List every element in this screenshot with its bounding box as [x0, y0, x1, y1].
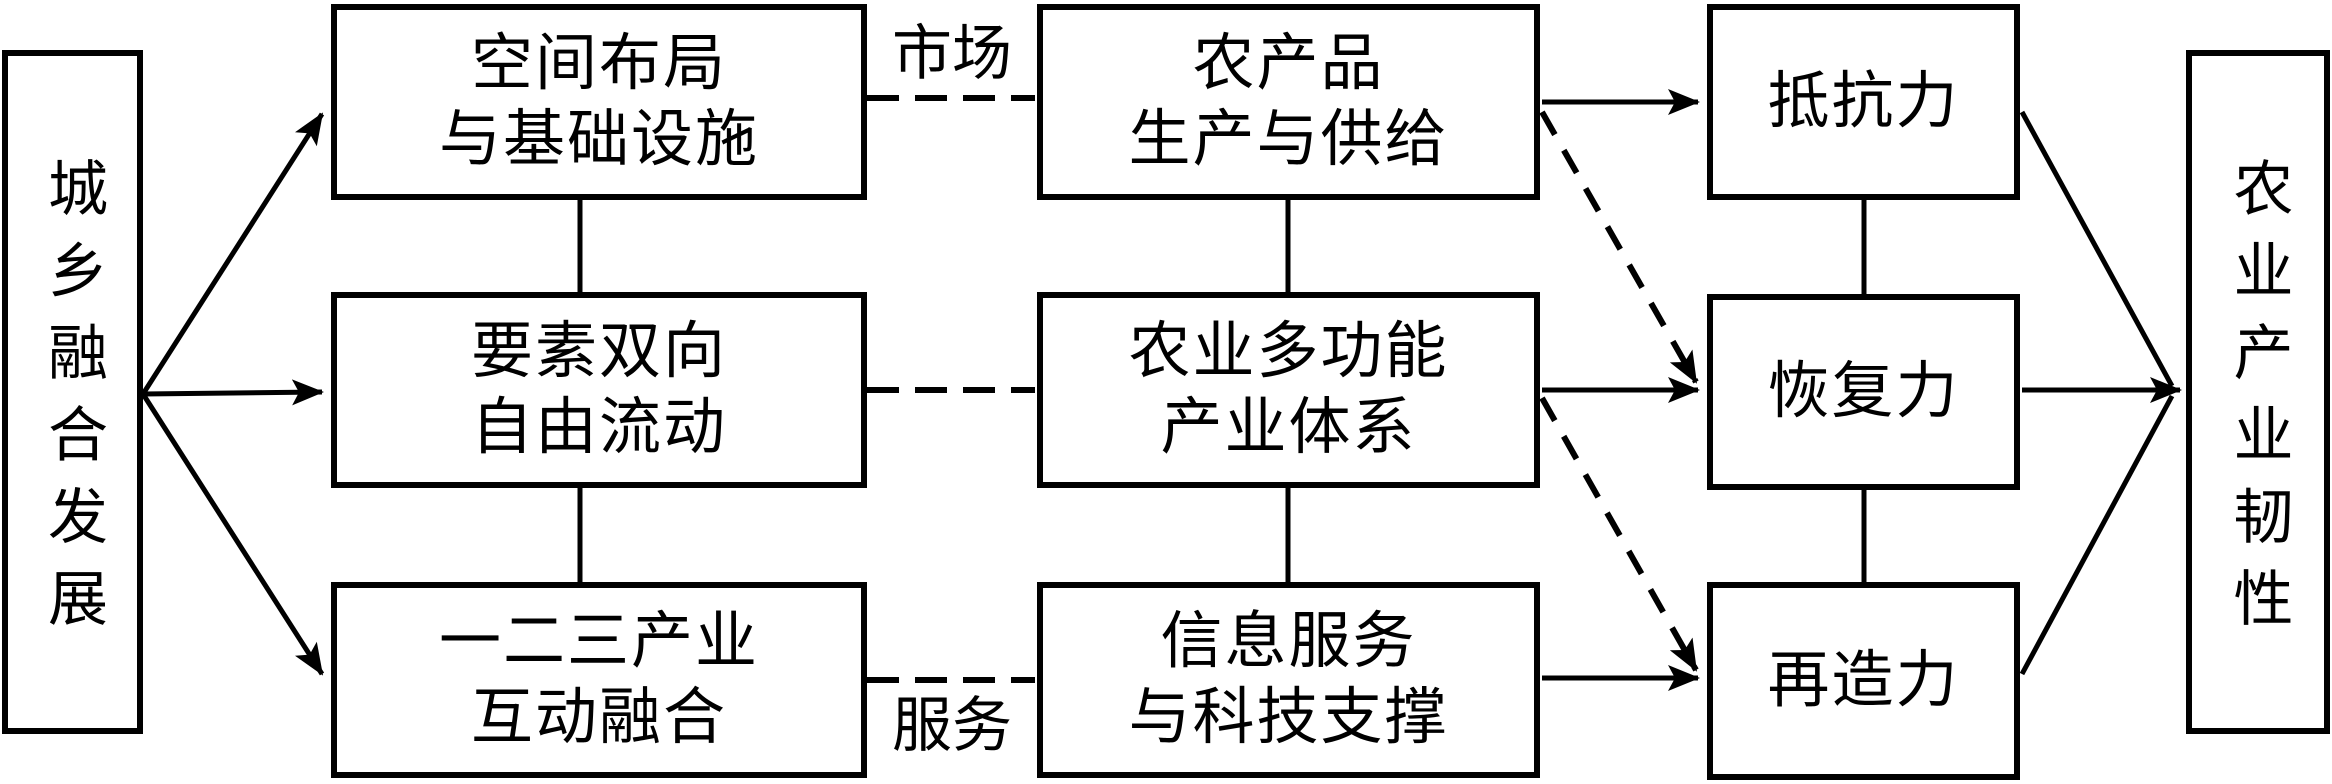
arrow-source-to-factor: [142, 379, 324, 406]
edge-label-market: 市场: [892, 21, 1012, 87]
edge-label-service: 服务: [892, 693, 1012, 759]
box-spatial-layout-line1: 空间布局: [470, 30, 727, 98]
box-recreation-label: 再造力: [1767, 647, 1960, 715]
box-info-service-line2: 与科技支撑: [1128, 684, 1449, 752]
arrow-source-to-industry: [140, 392, 325, 676]
box-agri-product-line2: 生产与供给: [1128, 106, 1449, 174]
line-recreation-to-outcome: [2019, 394, 2175, 676]
box-agri-product-line1: 农产品: [1192, 30, 1385, 98]
box-agri-industry-resilience-label: 农业产业韧性: [2225, 157, 2291, 649]
box-urban-rural-integration-label: 城乡融合发展: [39, 157, 106, 649]
arrow-source-to-spatial: [140, 112, 325, 396]
box-industry-integration-line1: 一二三产业: [438, 608, 759, 676]
box-factor-two-way-flow: 要素双向 自由流动: [331, 292, 867, 488]
box-info-service-line1: 信息服务: [1160, 608, 1417, 676]
box-factor-flow-line2: 自由流动: [470, 394, 727, 462]
box-recovery: 恢复力: [1707, 294, 2020, 490]
box-urban-rural-integration: 城乡融合发展: [2, 50, 143, 734]
dashed-arrow-product-to-recovery: [1539, 110, 1699, 384]
box-recreation: 再造力: [1707, 582, 2020, 780]
box-resistance-label: 抵抗力: [1767, 68, 1960, 136]
box-spatial-layout-line2: 与基础设施: [438, 106, 759, 174]
box-resistance: 抵抗力: [1707, 4, 2020, 200]
box-factor-flow-line1: 要素双向: [470, 318, 727, 386]
box-agri-multifunction-industry-system: 农业多功能 产业体系: [1037, 292, 1540, 488]
box-industry-interactive-integration: 一二三产业 互动融合: [331, 582, 867, 778]
box-info-service-tech-support: 信息服务 与科技支撑: [1037, 582, 1540, 778]
box-agri-industry-resilience: 农业产业韧性: [2186, 50, 2330, 734]
line-resistance-to-outcome: [2019, 110, 2175, 388]
box-recovery-label: 恢复力: [1767, 358, 1960, 426]
box-agri-multifunction-line1: 农业多功能: [1128, 318, 1449, 386]
dashed-arrow-multifunction-to-recreation: [1539, 396, 1699, 672]
box-industry-integration-line2: 互动融合: [470, 684, 727, 752]
box-spatial-layout-infrastructure: 空间布局 与基础设施: [331, 4, 867, 200]
box-agri-product-production-supply: 农产品 生产与供给: [1037, 4, 1540, 200]
box-agri-multifunction-line2: 产业体系: [1160, 394, 1417, 462]
